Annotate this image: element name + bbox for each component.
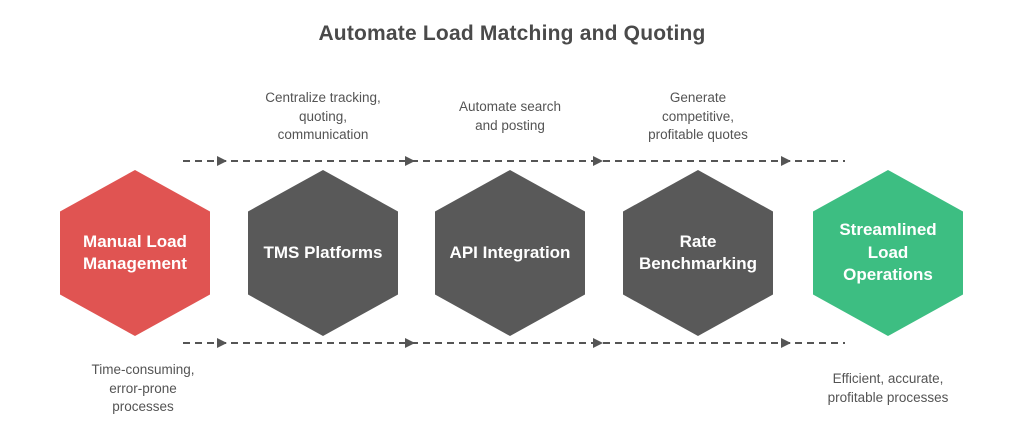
stage-label-line: Benchmarking [638, 254, 758, 273]
note-line: processes [112, 399, 174, 415]
note-rate-benchmarking: Generate competitive, profitable quotes [598, 86, 798, 148]
stage-api-integration: API Integration [435, 170, 585, 336]
flow-line-bottom [183, 338, 845, 348]
note-api-integration: Automate search and posting [410, 86, 610, 148]
note-line: competitive, [661, 108, 735, 124]
stage-rate-benchmarking: Rate Benchmarking [623, 170, 773, 336]
note-line: error-prone [109, 380, 177, 396]
arrowhead-icon [781, 338, 791, 348]
stage-label-line: TMS Platforms [263, 242, 383, 262]
note-line: Time-consuming, [91, 362, 195, 378]
stage-label-line: API Integration [449, 242, 571, 262]
stage-tms-platforms: TMS Platforms [248, 170, 398, 336]
note-streamlined-load-operations: Efficient, accurate, profitable processe… [768, 368, 1008, 410]
stage-label-line: Rate [679, 231, 717, 251]
stage-label-line: Load [867, 242, 909, 262]
stage-label-line: Operations [843, 265, 933, 285]
stage-manual-load-management: Manual Load Management [60, 170, 210, 336]
note-manual-load-management: Time-consuming, error-prone processes [33, 360, 253, 418]
arrowhead-icon [405, 156, 415, 166]
arrowhead-icon [593, 338, 603, 348]
stage-label: Streamlined Load Operations [839, 219, 936, 286]
note-line: profitable processes [827, 390, 949, 405]
note-line: and posting [475, 118, 545, 133]
note-line: communication [277, 127, 369, 143]
note-line: quoting, [298, 108, 348, 124]
arrowhead-icon [405, 338, 415, 348]
stage-label: API Integration [450, 242, 571, 264]
diagram-title: Automate Load Matching and Quoting [318, 22, 706, 45]
note-line: profitable quotes [648, 127, 748, 143]
stage-streamlined-load-operations: Streamlined Load Operations [813, 170, 963, 336]
note-tms-platforms: Centralize tracking, quoting, communicat… [223, 86, 423, 148]
flow-line-top [183, 156, 845, 166]
note-line: Generate [669, 90, 727, 106]
note-line: Automate search [458, 99, 562, 115]
stage-label-line: Manual Load [83, 231, 187, 251]
stage-label: Rate Benchmarking [639, 231, 757, 276]
note-line: Efficient, accurate, [832, 371, 944, 387]
arrowhead-icon [593, 156, 603, 166]
stage-label: Manual Load Management [83, 231, 187, 276]
arrowhead-icon [217, 338, 227, 348]
stage-label-line: Streamlined [839, 220, 937, 240]
arrowhead-icon [217, 156, 227, 166]
stage-label: TMS Platforms [263, 242, 382, 264]
note-line: Centralize tracking, [265, 90, 381, 106]
stage-label-line: Management [83, 254, 187, 273]
arrowhead-icon [781, 156, 791, 166]
